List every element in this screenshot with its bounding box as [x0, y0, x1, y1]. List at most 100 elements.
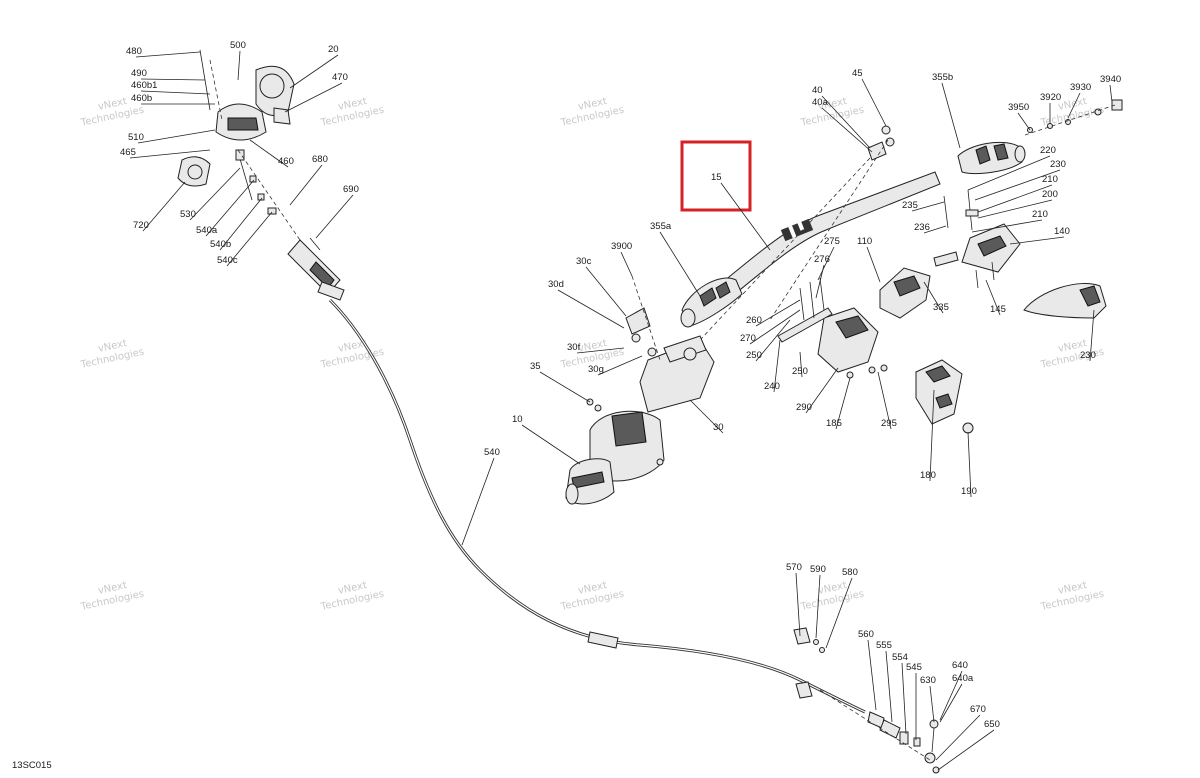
right-grip: [957, 99, 1123, 175]
callout-470: 470: [332, 72, 348, 83]
leader-line: [825, 577, 853, 649]
callout-540c: 540c: [217, 255, 238, 266]
leader-line: [929, 389, 935, 482]
callout-185: 185: [826, 418, 842, 429]
leader-line: [977, 184, 1053, 213]
callout-650: 650: [984, 719, 1000, 730]
leader-line: [861, 78, 887, 127]
leader-line: [521, 424, 581, 465]
leader-line: [620, 251, 633, 277]
callout-690: 690: [343, 184, 359, 195]
callout-545: 545: [906, 662, 922, 673]
leader-line: [967, 431, 972, 498]
callout-236: 236: [914, 222, 930, 233]
leader-line: [237, 50, 241, 81]
leader-lines: [129, 50, 1113, 771]
callout-670: 670: [970, 704, 986, 715]
callout-270: 270: [740, 333, 756, 344]
callout-45: 45: [852, 68, 863, 79]
cable-adjuster: [287, 237, 345, 301]
callout-200: 200: [1042, 189, 1058, 200]
callout-220: 220: [1040, 145, 1056, 156]
callout-335: 335: [933, 302, 949, 313]
callout-30f: 30f: [567, 342, 581, 353]
callout-235: 235: [902, 200, 918, 211]
leader-line: [461, 457, 495, 546]
right-throttle-housing: [933, 189, 1021, 289]
callout-240: 240: [764, 381, 780, 392]
callout-630: 630: [920, 675, 936, 686]
leader-line: [821, 107, 873, 153]
leader-line: [189, 167, 241, 221]
leader-line: [289, 164, 323, 206]
leader-line: [929, 685, 935, 723]
leader-line: [219, 197, 263, 251]
leader-line: [659, 231, 701, 297]
leader-line: [249, 139, 289, 168]
leader-line: [967, 155, 1051, 191]
leader-line: [974, 169, 1061, 201]
leader-line: [799, 351, 803, 378]
callout-540: 540: [484, 447, 500, 458]
callout-276: 276: [814, 254, 830, 265]
callout-500: 500: [230, 40, 246, 51]
leader-line: [835, 377, 851, 430]
callout-180: 180: [920, 470, 936, 481]
leader-line: [971, 219, 1043, 233]
leader-line: [142, 181, 186, 232]
clamp-bolts: [699, 125, 895, 341]
leader-line: [985, 279, 1001, 316]
callout-460b1: 460b1: [131, 80, 157, 91]
leader-line: [140, 78, 206, 81]
callout-40: 40: [812, 85, 823, 96]
left-grip: [680, 277, 743, 328]
leader-line: [226, 211, 273, 267]
leader-line: [911, 201, 945, 212]
callout-210: 210: [1042, 174, 1058, 185]
leader-line: [923, 281, 944, 314]
left-switch-housing: [625, 275, 715, 413]
leader-line: [939, 670, 963, 721]
leader-line: [815, 264, 825, 299]
callout-540a: 540a: [196, 225, 218, 236]
leader-line: [315, 194, 354, 239]
leader-line: [939, 683, 963, 723]
handguard: [1023, 283, 1107, 319]
leader-line: [289, 54, 339, 89]
callout-490: 490: [131, 68, 147, 79]
leader-line: [135, 51, 201, 58]
callout-260: 260: [746, 315, 762, 326]
callout-3900: 3900: [611, 241, 632, 252]
callout-35: 35: [530, 361, 541, 372]
leader-line: [539, 371, 591, 403]
callout-250: 250: [792, 366, 808, 377]
leader-line: [877, 371, 892, 430]
leader-line: [885, 650, 893, 723]
callout-355b: 355b: [932, 72, 953, 83]
callout-30c: 30c: [576, 256, 592, 267]
master-cylinder: [565, 398, 665, 505]
leader-line: [576, 347, 625, 354]
callout-10: 10: [512, 414, 523, 425]
leader-line: [205, 179, 255, 237]
leader-line: [821, 95, 871, 149]
callout-480: 480: [126, 46, 142, 57]
callout-210: 210: [1032, 209, 1048, 220]
callout-190: 190: [961, 486, 977, 497]
callout-554: 554: [892, 652, 908, 663]
callout-680: 680: [312, 154, 328, 165]
callout-640a: 640a: [952, 673, 974, 684]
leader-line: [977, 199, 1053, 219]
callout-570: 570: [786, 562, 802, 573]
leader-line: [815, 574, 821, 639]
leader-line: [129, 149, 211, 159]
callout-590: 590: [810, 564, 826, 575]
handlebar: [699, 171, 941, 313]
